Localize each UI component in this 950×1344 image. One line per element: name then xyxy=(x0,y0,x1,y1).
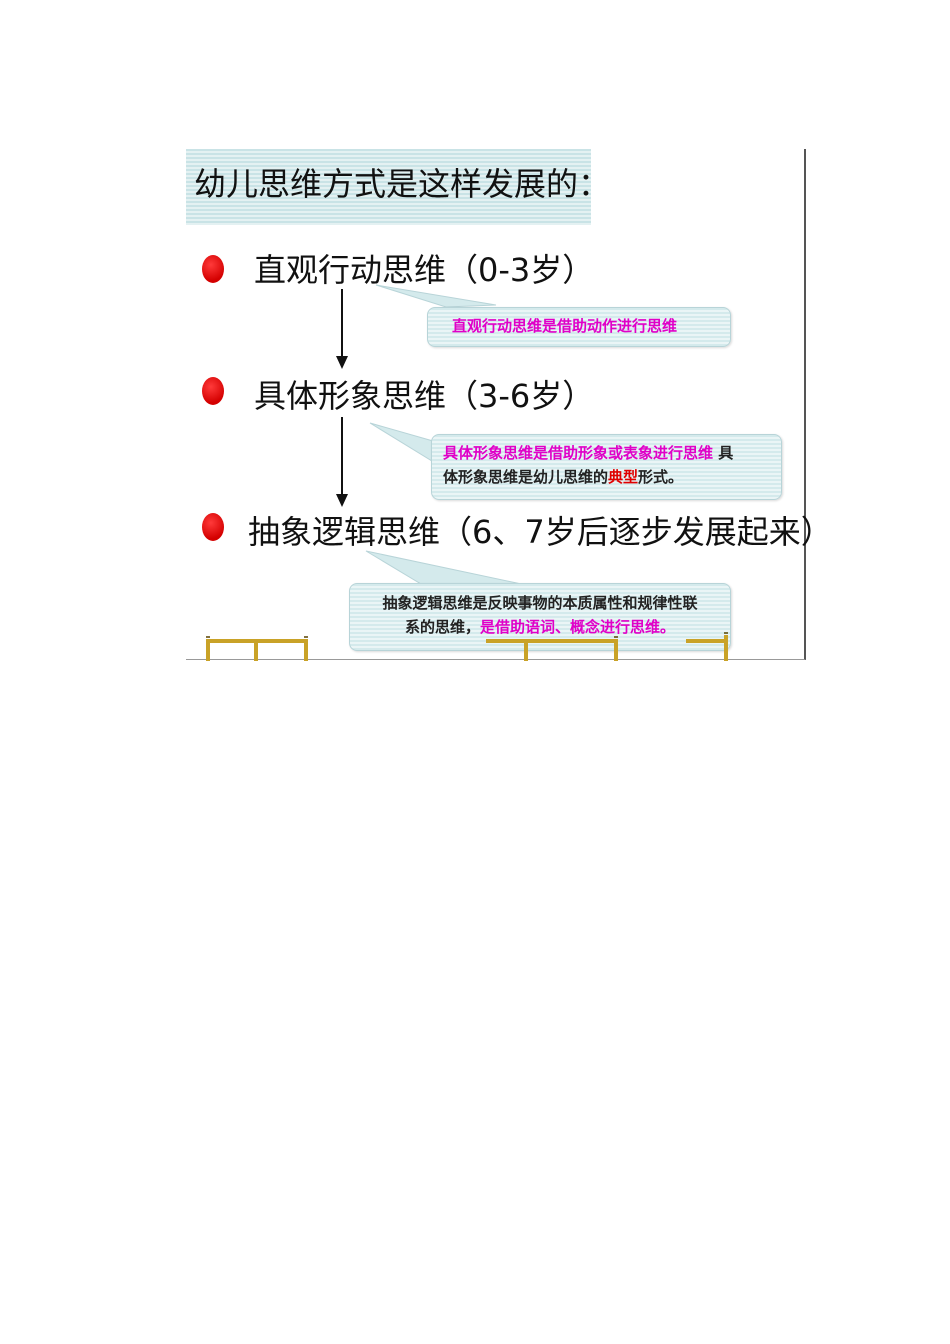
callout-2-text-b: 具 xyxy=(713,444,734,462)
callout-1-tail xyxy=(375,284,497,308)
slide: 幼儿思维方式是这样发展的： 直观行动思维（0-3岁） 直观行动思维是借助动作进行… xyxy=(186,149,833,661)
callout-2-text-d: 形式。 xyxy=(638,468,684,486)
callout-2-text: 具体形象思维是借助形象或表象进行思维 具 体形象思维是幼儿思维的典型形式。 xyxy=(432,435,781,489)
title-band: 幼儿思维方式是这样发展的： xyxy=(186,149,610,225)
callout-3-text-c: 是借助语词、概念进行思维 xyxy=(479,618,660,636)
slide-title: 幼儿思维方式是这样发展的： xyxy=(194,165,611,203)
arrow-2-line xyxy=(341,417,343,497)
callout-3-text-a: 抽象逻辑思维是反映事物的本质属性和规律性联 xyxy=(382,594,698,612)
callout-3-text: 抽象逻辑思维是反映事物的本质属性和规律性联 系的思维，是借助语词、概念进行思维。 xyxy=(350,584,730,639)
bullet-stage-2 xyxy=(202,377,224,405)
callout-2: 具体形象思维是借助形象或表象进行思维 具 体形象思维是幼儿思维的典型形式。 xyxy=(431,434,782,500)
callout-2-text-c: 体形象思维是幼儿思维的 xyxy=(443,468,609,486)
callout-3-text-d: 。 xyxy=(660,618,676,636)
callout-1: 直观行动思维是借助动作进行思维 xyxy=(427,307,731,347)
callout-2-text-emphasis: 典型 xyxy=(608,468,639,486)
callout-1-text-a: 直观行动思维是借助动作进行思维 xyxy=(452,317,678,335)
stage-3-label: 抽象逻辑思维（6、7岁后逐步发展起来） xyxy=(248,513,833,551)
arrow-1-line xyxy=(341,289,343,357)
bottom-decoration xyxy=(206,632,728,661)
bullet-stage-3 xyxy=(202,513,224,541)
callout-3: 抽象逻辑思维是反映事物的本质属性和规律性联 系的思维，是借助语词、概念进行思维。 xyxy=(349,583,731,651)
bullet-stage-1 xyxy=(202,255,224,283)
stage-2-label: 具体形象思维（3-6岁） xyxy=(254,377,595,415)
callout-3-text-b: 系的思维， xyxy=(404,618,480,636)
callout-1-text: 直观行动思维是借助动作进行思维 xyxy=(428,308,730,338)
arrow-2-head xyxy=(336,494,348,507)
arrow-1-head xyxy=(336,356,348,369)
stage-1-label: 直观行动思维（0-3岁） xyxy=(254,251,595,289)
callout-2-text-a: 具体形象思维是借助形象或表象进行思维 xyxy=(443,444,714,462)
